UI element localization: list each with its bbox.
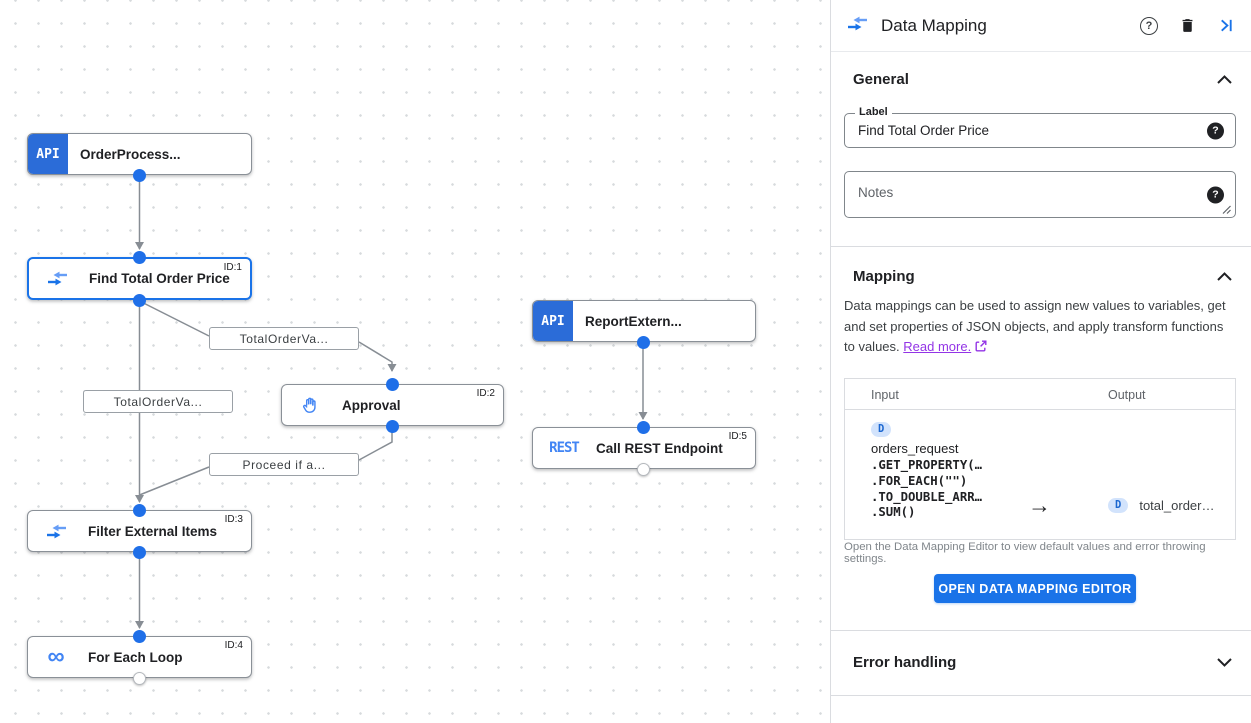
- port-out: [385, 419, 399, 433]
- node-id-tag: ID:4: [224, 640, 243, 651]
- node-order-process-trigger[interactable]: API OrderProcess...: [27, 133, 252, 175]
- edge-label-proceed-if[interactable]: Proceed if a...: [209, 453, 359, 476]
- help-icon: ?: [1140, 16, 1158, 35]
- section-mapping-toggle[interactable]: Mapping: [853, 264, 1232, 288]
- node-report-extern-trigger[interactable]: API ReportExtern...: [532, 300, 756, 342]
- port-out: [636, 335, 650, 349]
- mapping-preview-table: Input Output D orders_request .GET_PROPE…: [844, 378, 1236, 540]
- external-link-icon: [975, 340, 987, 352]
- node-label: Call REST Endpoint: [596, 440, 723, 456]
- node-id-tag: ID:2: [476, 388, 495, 399]
- mapping-output-cell: D total_order…: [1108, 498, 1214, 513]
- label-input[interactable]: [845, 114, 1235, 147]
- section-error-handling-toggle[interactable]: Error handling: [853, 650, 1232, 674]
- port-in: [385, 377, 399, 391]
- edge-label-total-order-value[interactable]: TotalOrderVa...: [209, 327, 359, 350]
- help-button[interactable]: ?: [1140, 16, 1158, 35]
- transform-function: .TO_DOUBLE_ARR…: [871, 489, 983, 504]
- port-in: [636, 420, 650, 434]
- input-variable-name: orders_request: [871, 441, 959, 456]
- data-mapping-icon: [38, 270, 76, 287]
- label-help-icon[interactable]: ?: [1207, 122, 1224, 139]
- node-label: Find Total Order Price: [89, 271, 230, 286]
- section-general-title: General: [853, 70, 909, 88]
- port-in: [133, 629, 146, 643]
- mapping-input-cell: D orders_request .GET_PROPERTY(… .FOR_EA…: [871, 419, 982, 521]
- section-general-toggle[interactable]: General: [853, 67, 1232, 91]
- arrow-right-icon: →: [1028, 492, 1051, 518]
- transform-function: .FOR_EACH(""): [871, 473, 968, 488]
- mapping-table-row: D orders_request .GET_PROPERTY(… .FOR_EA…: [845, 410, 1235, 539]
- notes-textarea[interactable]: [845, 172, 1235, 217]
- node-call-rest-endpoint[interactable]: REST Call REST Endpoint ID:5: [532, 427, 756, 469]
- mapping-table-header: Input Output: [845, 379, 1235, 410]
- resize-handle-icon[interactable]: [1222, 205, 1231, 214]
- transform-function: .GET_PROPERTY(…: [871, 458, 983, 472]
- node-label: Approval: [342, 397, 401, 413]
- task-config-panel: Data Mapping ? General Label: [830, 0, 1251, 723]
- chevron-down-icon: [1217, 657, 1232, 667]
- flow-edges: [135, 175, 648, 629]
- port-out: [133, 293, 146, 307]
- loop-icon: ∞: [47, 643, 65, 670]
- transform-function: .SUM(): [871, 505, 916, 520]
- port-in: [133, 250, 146, 264]
- panel-title: Data Mapping: [881, 15, 987, 35]
- notes-field-wrap: ?: [844, 171, 1236, 218]
- port-out: [133, 545, 146, 559]
- panel-header: Data Mapping ?: [831, 0, 1251, 52]
- section-error-handling-title: Error handling: [853, 653, 957, 671]
- read-more-link[interactable]: Read more.: [903, 339, 972, 354]
- mapping-description: Data mappings can be used to assign new …: [844, 298, 1226, 354]
- node-label: OrderProcess...: [80, 146, 181, 162]
- output-variable-name: total_order…: [1139, 498, 1215, 513]
- edge-label-total-order-value[interactable]: TotalOrderVa...: [83, 390, 233, 413]
- label-field-wrap: Label ?: [844, 106, 1236, 148]
- node-filter-external-items[interactable]: Filter External Items ID:3: [27, 510, 252, 552]
- node-id-tag: ID:1: [223, 262, 242, 273]
- double-type-badge: D: [871, 422, 892, 437]
- collapse-panel-icon: [1221, 19, 1232, 32]
- divider: [831, 695, 1251, 696]
- flow-canvas[interactable]: API OrderProcess... Find Total Order Pri…: [0, 0, 830, 723]
- port-out-empty: [133, 671, 146, 685]
- divider: [831, 630, 1251, 631]
- port-in: [133, 503, 146, 517]
- rest-task-icon: REST: [549, 440, 580, 456]
- divider: [831, 246, 1251, 247]
- port-out-empty: [636, 462, 650, 476]
- node-label: Filter External Items: [88, 523, 218, 539]
- port-out: [133, 168, 146, 182]
- approval-hand-icon: [291, 396, 329, 415]
- api-trigger-icon: API: [28, 134, 68, 174]
- section-mapping-title: Mapping: [853, 267, 915, 285]
- api-trigger-icon: API: [533, 301, 573, 341]
- node-approval[interactable]: Approval ID:2: [281, 384, 504, 426]
- input-column-header: Input: [871, 388, 899, 402]
- open-data-mapping-editor-button[interactable]: OPEN DATA MAPPING EDITOR: [934, 574, 1136, 603]
- output-column-header: Output: [1108, 388, 1146, 402]
- chevron-up-icon: [1217, 271, 1232, 281]
- delete-task-button[interactable]: [1179, 16, 1196, 35]
- node-label: For Each Loop: [88, 649, 183, 665]
- notes-help-icon[interactable]: ?: [1207, 186, 1224, 203]
- mapping-editor-hint: Open the Data Mapping Editor to view def…: [844, 541, 1206, 565]
- data-mapping-icon: [37, 523, 75, 540]
- node-id-tag: ID:5: [728, 431, 747, 442]
- node-label: ReportExtern...: [585, 313, 682, 329]
- chevron-up-icon: [1217, 74, 1232, 84]
- double-type-badge: D: [1108, 498, 1129, 513]
- data-mapping-icon: [847, 15, 868, 37]
- trash-icon: [1182, 19, 1193, 32]
- collapse-panel-button[interactable]: [1217, 17, 1234, 34]
- node-id-tag: ID:3: [224, 514, 243, 525]
